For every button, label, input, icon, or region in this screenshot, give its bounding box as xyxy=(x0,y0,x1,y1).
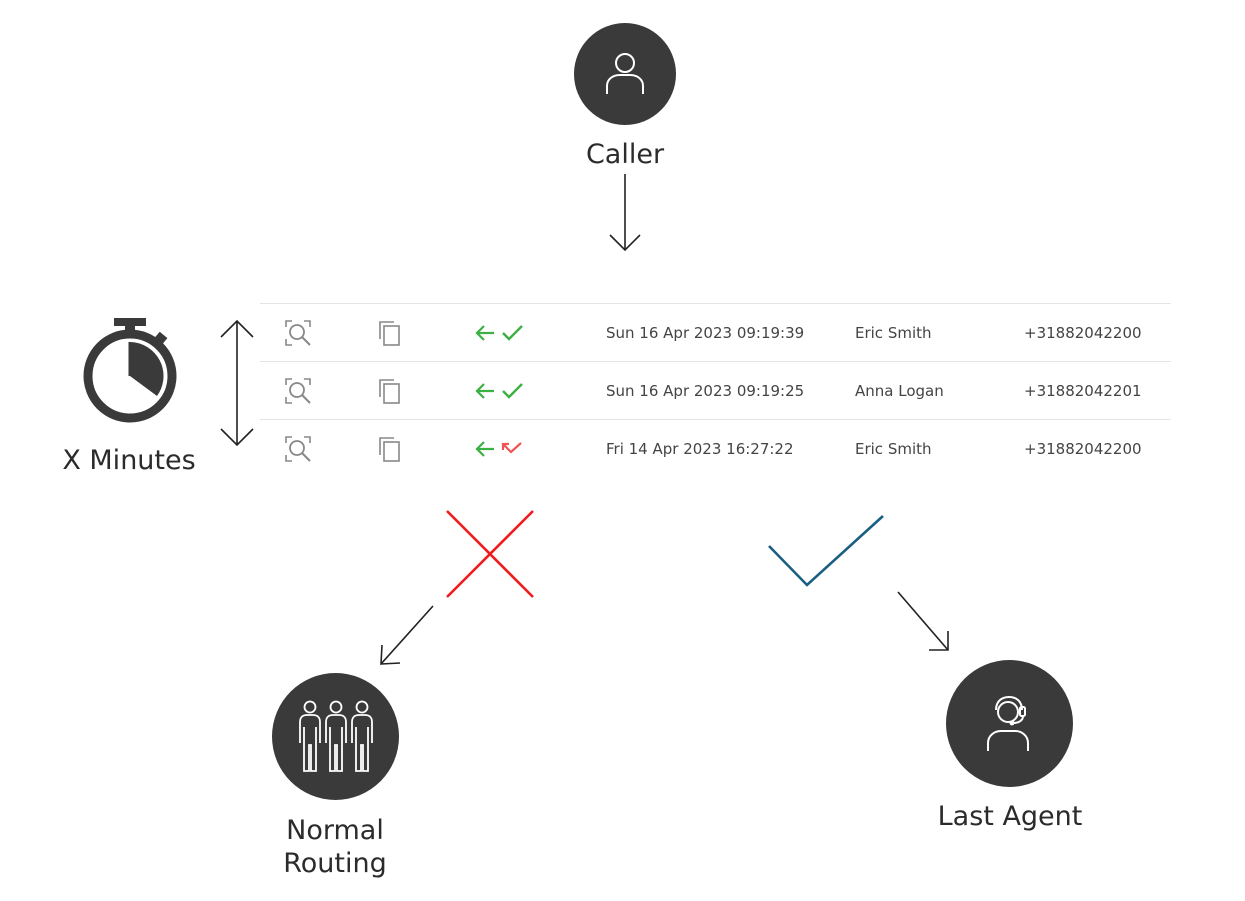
caller-name: Eric Smith xyxy=(855,439,932,458)
table-row: Fri 14 Apr 2023 16:27:22 Eric Smith +318… xyxy=(260,420,1171,477)
check-icon xyxy=(502,324,523,341)
search-icon[interactable] xyxy=(284,435,312,463)
search-icon[interactable] xyxy=(284,319,312,347)
caller-phone: +31882042200 xyxy=(1024,439,1142,458)
arrow-to-normal-routing xyxy=(380,605,434,665)
time-window-arrow xyxy=(220,319,254,447)
call-status xyxy=(474,420,524,477)
call-date: Sun 16 Apr 2023 09:19:25 xyxy=(606,381,805,400)
accept-check-mark xyxy=(768,515,884,587)
caller-phone: +31882042200 xyxy=(1024,323,1142,342)
caller-phone: +31882042201 xyxy=(1024,381,1142,400)
normal-routing-label-line2: Routing xyxy=(283,848,387,879)
normal-routing-label-line1: Normal xyxy=(286,815,384,846)
copy-icon[interactable] xyxy=(376,377,402,405)
copy-icon[interactable] xyxy=(376,435,402,463)
timer-label: X Minutes xyxy=(62,445,196,476)
caller-name: Eric Smith xyxy=(855,323,932,342)
incoming-arrow-icon xyxy=(475,382,494,399)
arrow-to-last-agent xyxy=(897,591,949,651)
incoming-arrow-icon xyxy=(475,324,494,341)
caller-label: Caller xyxy=(585,139,665,170)
caller-name: Anna Logan xyxy=(855,381,944,400)
last-agent-label: Last Agent xyxy=(937,801,1083,832)
last-agent-node xyxy=(946,660,1073,787)
caller-node xyxy=(574,23,676,125)
call-date: Sun 16 Apr 2023 09:19:39 xyxy=(606,323,805,342)
call-log-table: Sun 16 Apr 2023 09:19:39 Eric Smith +318… xyxy=(260,303,1171,477)
call-status xyxy=(474,362,524,419)
user-icon xyxy=(606,53,644,94)
search-icon[interactable] xyxy=(284,377,312,405)
call-date: Fri 14 Apr 2023 16:27:22 xyxy=(606,439,794,458)
reject-x-mark xyxy=(446,510,534,598)
table-row: Sun 16 Apr 2023 09:19:39 Eric Smith +318… xyxy=(260,304,1171,362)
stopwatch-icon xyxy=(83,318,177,423)
arrow-caller-to-log xyxy=(609,174,641,252)
call-status xyxy=(474,304,524,361)
check-icon xyxy=(502,382,523,399)
incoming-arrow-icon xyxy=(475,440,494,457)
missed-call-icon xyxy=(501,441,522,454)
copy-icon[interactable] xyxy=(376,319,402,347)
normal-routing-node xyxy=(272,673,399,800)
table-row: Sun 16 Apr 2023 09:19:25 Anna Logan +318… xyxy=(260,362,1171,420)
group-icon xyxy=(298,700,373,772)
headset-agent-icon xyxy=(986,695,1029,751)
